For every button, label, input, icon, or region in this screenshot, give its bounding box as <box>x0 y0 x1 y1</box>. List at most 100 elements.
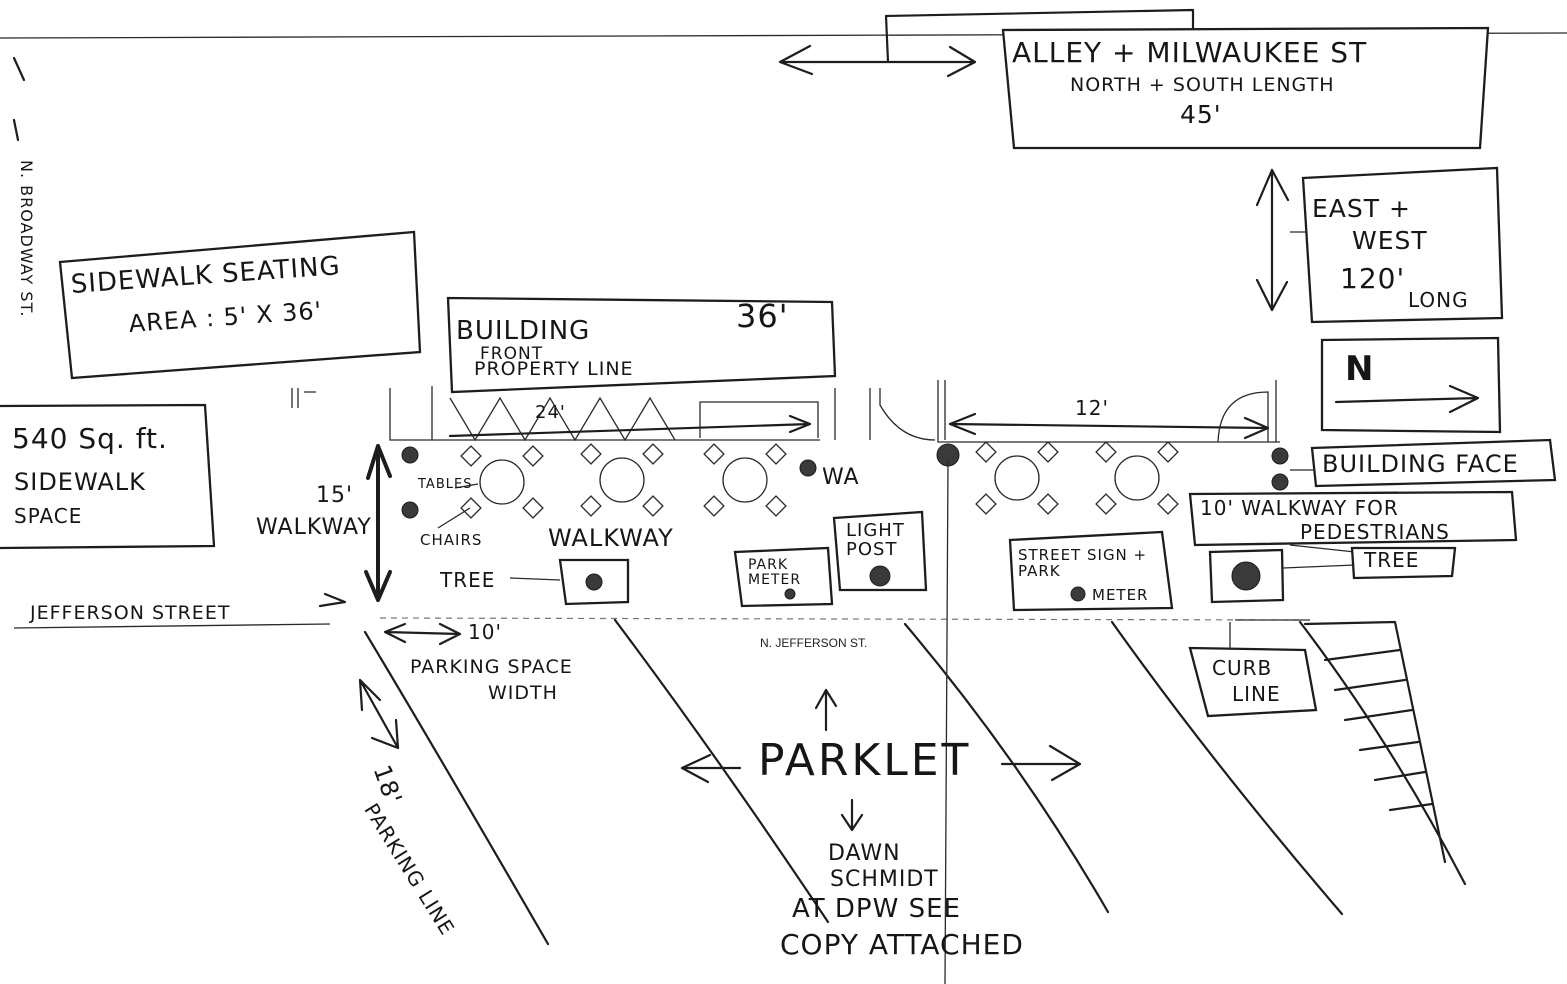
tree-right-label-box <box>1350 546 1457 580</box>
alley-sub-label: NORTH + SOUTH LENGTH <box>1070 74 1335 96</box>
meter-dot <box>784 588 796 600</box>
copy-label: COPY ATTACHED <box>780 928 1024 961</box>
entry-recess <box>834 388 936 441</box>
parking-stall-line <box>613 618 830 924</box>
table-chairs <box>975 441 1059 515</box>
north-arrow <box>1334 384 1480 414</box>
jefferson-underline <box>13 623 331 629</box>
sidewalk-label: SIDEWALK <box>14 468 146 496</box>
building-face-dot <box>1271 447 1289 465</box>
jefferson-left-arrow <box>318 592 347 608</box>
right-frontage <box>937 380 1280 443</box>
tree-dot <box>1231 561 1261 591</box>
width-label: WIDTH <box>488 682 558 704</box>
front-label: FRONT <box>480 344 544 364</box>
curb-line <box>379 617 1301 621</box>
parklet-arrow-right <box>1000 744 1082 782</box>
park-meter-box <box>733 546 834 608</box>
dim-24-label: 24' <box>535 402 566 423</box>
building-frontage <box>389 386 433 441</box>
dim-12-arrow <box>948 412 1270 440</box>
frontage-zigzag <box>449 396 676 442</box>
wa-dot <box>799 459 817 477</box>
dawn-label: DAWN <box>828 841 901 866</box>
tree-left-label: TREE <box>440 568 496 592</box>
dim-12-label: 12' <box>1075 396 1109 420</box>
schmidt-label: SCHMIDT <box>830 867 939 892</box>
jefferson-left-label: JEFFERSON STREET <box>30 602 231 624</box>
light-post-box <box>832 510 928 592</box>
curb-label: CURB <box>1212 656 1273 680</box>
north-label: N <box>1345 349 1375 389</box>
street-name-label: N. JEFFERSON ST. <box>760 636 868 650</box>
side-street-label: N. BROADWAY ST. <box>17 160 36 318</box>
walkway-mid-label: WALKWAY <box>548 524 674 552</box>
frontage-dot <box>401 501 419 519</box>
left-edge-mark-2 <box>12 118 20 142</box>
frontage-mark <box>291 388 316 408</box>
east-west-long: LONG <box>1408 288 1469 312</box>
tree-leader <box>1282 564 1356 569</box>
building-front-box <box>446 296 837 394</box>
sidewalk-seating-box <box>58 230 422 380</box>
building-face-label: BUILDING FACE <box>1322 450 1519 478</box>
sqft-box <box>0 403 216 550</box>
chairs-label: CHAIRS <box>420 531 483 549</box>
right-door-swing <box>1217 380 1277 443</box>
tables-leader <box>454 483 479 489</box>
table-chairs <box>460 445 544 519</box>
parking-stall-line <box>1110 620 1344 916</box>
dim-10-label: 10' <box>468 620 502 644</box>
walkway-15-arrow <box>364 444 392 602</box>
dpw-label: AT DPW SEE <box>792 894 961 924</box>
parklet-label: PARKLET <box>758 735 972 786</box>
walkway-10-label: 10' WALKWAY FOR <box>1200 496 1399 520</box>
table-chairs <box>580 443 664 517</box>
building-face-dot <box>1271 473 1289 491</box>
table-chairs <box>1095 441 1179 515</box>
tree-dot <box>585 573 603 591</box>
tree-right-label: TREE <box>1364 548 1420 572</box>
walkway-left-label: WALKWAY <box>256 515 372 540</box>
park-meter-label: PARK METER <box>748 557 802 588</box>
east-west-box <box>1301 166 1504 324</box>
building-length-label: 36' <box>736 297 789 335</box>
parklet-arrow-up <box>814 688 838 732</box>
street-sign-box <box>1008 530 1174 612</box>
parklet-arrow-left <box>680 753 742 784</box>
left-edge-mark <box>12 56 26 82</box>
parking-stall-hatch <box>1303 620 1447 864</box>
door-swing <box>699 401 819 438</box>
alley-label: ALLEY + MILWAUKEE ST <box>1012 36 1368 69</box>
sqft-label: 540 Sq. ft. <box>12 422 168 455</box>
parking-stall-line <box>1298 620 1467 886</box>
wa-label: WA <box>822 465 860 490</box>
tree-leader <box>509 577 561 581</box>
street-sign-dot <box>1070 586 1086 602</box>
property-line-label: PROPERTY LINE <box>474 358 634 380</box>
east-west-length: 120' <box>1340 262 1406 295</box>
alley-length-arrow <box>778 44 977 78</box>
meter-label: METER <box>1092 586 1149 604</box>
building-label: BUILDING <box>456 316 591 346</box>
light-post-dot <box>869 565 891 587</box>
parking-width-label: PARKING SPACE <box>410 656 573 678</box>
east-west-arrow <box>1255 168 1290 312</box>
alley-length-label: 45' <box>1180 100 1222 129</box>
space-label: SPACE <box>14 504 83 528</box>
tables-label: TABLES <box>418 477 473 492</box>
alley-box <box>1001 26 1490 150</box>
parking-stall-line <box>363 630 550 946</box>
pedestrians-label: PEDESTRIANS <box>1300 520 1450 544</box>
curb-box <box>1188 646 1318 718</box>
east-west-label: EAST + <box>1312 194 1411 223</box>
center-line <box>944 459 949 984</box>
east-west-label-2: WEST <box>1352 226 1428 255</box>
building-face-box <box>1310 438 1557 488</box>
street-sign-label: STREET SIGN + PARK <box>1018 546 1148 580</box>
walkway-15-label: 15' <box>316 483 354 508</box>
table-chairs <box>703 443 787 517</box>
alley-tab <box>884 8 1195 64</box>
frontage-dot <box>401 446 419 464</box>
